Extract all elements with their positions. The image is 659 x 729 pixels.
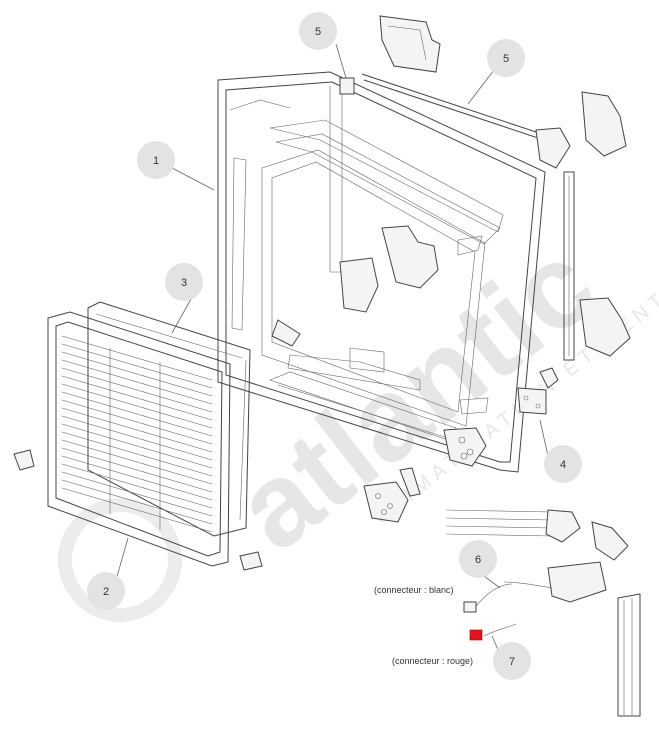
svg-text:2: 2 — [103, 586, 109, 598]
part-wiring-harness — [445, 509, 641, 717]
svg-text:6: 6 — [475, 554, 481, 566]
svg-text:5: 5 — [315, 26, 321, 38]
callout-1: 1 — [137, 141, 175, 179]
part-filter — [87, 301, 251, 537]
callout-6: 6 — [459, 540, 497, 578]
callout-3: 3 — [165, 263, 203, 301]
callout-5-left: 5 — [299, 12, 337, 50]
svg-text:7: 7 — [509, 656, 515, 668]
part-bracket — [517, 387, 547, 415]
part-front-grille — [47, 311, 231, 567]
svg-text:1: 1 — [153, 155, 159, 167]
caption-red-connector: (connecteur : rouge) — [392, 656, 473, 666]
part-louver-motor-assembly — [339, 15, 631, 389]
part-main-frame — [217, 71, 546, 473]
svg-text:5: 5 — [503, 53, 509, 65]
svg-text:4: 4 — [560, 459, 566, 471]
white-connector — [463, 601, 477, 613]
red-connector — [469, 629, 483, 641]
part-clips — [13, 449, 421, 571]
callout-4: 4 — [544, 445, 582, 483]
callout-7: 7 — [493, 642, 531, 680]
svg-text:3: 3 — [181, 277, 187, 289]
callout-5-right: 5 — [487, 39, 525, 77]
caption-white-connector: (connecteur : blanc) — [374, 585, 454, 595]
leader-lines — [115, 43, 549, 655]
callout-2: 2 — [87, 572, 125, 610]
